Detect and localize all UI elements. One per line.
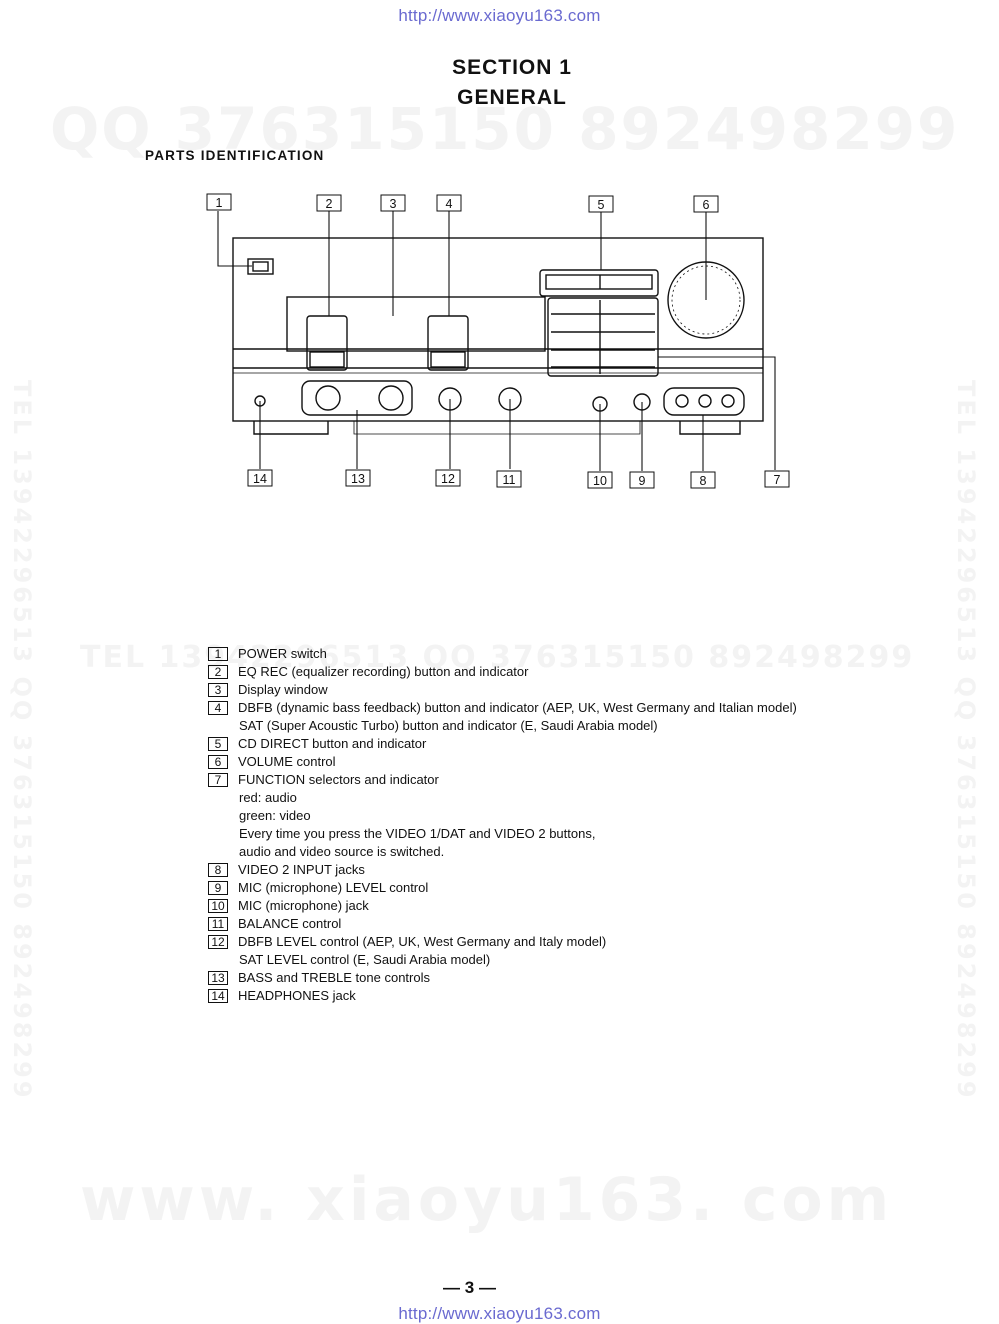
callout-12: 12 [441, 472, 455, 486]
part-continuation: audio and video source is switched. [239, 844, 445, 859]
watermark-side-right: TEL 13942296513 QQ 376315150 892498299 [952, 380, 980, 1101]
part-number: 10 [208, 899, 228, 913]
callout-14: 14 [253, 472, 267, 486]
part-description: FUNCTION selectors and indicator [238, 772, 439, 787]
part-description: BASS and TREBLE tone controls [238, 970, 430, 985]
part-item: 14 HEADPHONES jack [208, 987, 868, 1005]
part-continuation: green: video [239, 808, 311, 823]
tone-controls-shape [301, 380, 413, 416]
part-description: VIDEO 2 INPUT jacks [238, 862, 365, 877]
part-number: 8 [208, 863, 228, 877]
part-item: 4 DBFB (dynamic bass feedback) button and… [208, 699, 868, 717]
callout-4: 4 [446, 197, 453, 211]
part-item: 12 DBFB LEVEL control (AEP, UK, West Germ… [208, 933, 868, 951]
part-description: MIC (microphone) jack [238, 898, 369, 913]
callout-6: 6 [703, 198, 710, 212]
part-description: DBFB LEVEL control (AEP, UK, West German… [238, 934, 607, 949]
callout-1: 1 [216, 196, 223, 210]
callout-11: 11 [503, 473, 516, 487]
part-continuation: Every time you press the VIDEO 1/DAT and… [239, 826, 596, 841]
part-item: 2 EQ REC (equalizer recording) button and… [208, 663, 868, 681]
section-title: SECTION 1 [452, 56, 572, 79]
callout-7: 7 [774, 473, 781, 487]
part-description: MIC (microphone) LEVEL control [238, 880, 429, 895]
callout-8: 8 [700, 474, 707, 488]
part-continuation: SAT (Super Acoustic Turbo) button and in… [239, 718, 658, 733]
part-item: 6 VOLUME control [208, 753, 868, 771]
part-number: 12 [208, 935, 228, 949]
callout-5: 5 [598, 198, 605, 212]
section-subtitle: GENERAL [457, 86, 567, 109]
header-url[interactable]: http://www.xiaoyu163.com [398, 6, 601, 25]
callout-10: 10 [593, 474, 607, 488]
callout-9: 9 [639, 474, 646, 488]
watermark-www: www. xiaoyu163. com [80, 1165, 894, 1235]
part-number: 5 [208, 737, 228, 751]
part-description: VOLUME control [238, 754, 336, 769]
part-item: 10 MIC (microphone) jack [208, 897, 868, 915]
part-item: 13 BASS and TREBLE tone controls [208, 969, 868, 987]
chassis-outline [232, 237, 764, 422]
part-number: 7 [208, 773, 228, 787]
part-number: 14 [208, 989, 228, 1003]
cd-direct-shape [539, 269, 659, 297]
display-window-shape [286, 296, 546, 352]
callout-3: 3 [390, 197, 397, 211]
part-continuation: red: audio [239, 790, 297, 805]
part-description: DBFB (dynamic bass feedback) button and … [238, 700, 797, 715]
part-description: Display window [238, 682, 328, 697]
watermark-side-left: TEL 13942296513 QQ 376315150 892498299 [8, 380, 36, 1101]
footer-url[interactable]: http://www.xiaoyu163.com [398, 1304, 601, 1323]
part-description: EQ REC (equalizer recording) button and … [238, 664, 529, 679]
part-number: 13 [208, 971, 228, 985]
eq-rec-button-shape [306, 315, 348, 371]
dbfb-button-shape [427, 315, 469, 371]
part-item: 3 Display window [208, 681, 868, 699]
part-description: CD DIRECT button and indicator [238, 736, 427, 751]
part-number: 2 [208, 665, 228, 679]
part-item: 7 FUNCTION selectors and indicator [208, 771, 868, 789]
parts-identification-heading: PARTS IDENTIFICATION [145, 148, 325, 163]
part-description: HEADPHONES jack [238, 988, 356, 1003]
part-item: 11 BALANCE control [208, 915, 868, 933]
callout-2: 2 [326, 197, 333, 211]
callout-13: 13 [351, 472, 365, 486]
part-number: 6 [208, 755, 228, 769]
part-item: 1 POWER switch [208, 645, 868, 663]
part-description: BALANCE control [238, 916, 342, 931]
part-number: 9 [208, 881, 228, 895]
part-number: 11 [208, 917, 228, 931]
watermark-tel: TEL 13942296513 QQ 376315150 892498299 [80, 640, 915, 675]
parts-list: 1 POWER switch 2 EQ REC (equalizer recordi… [208, 645, 868, 1005]
part-number: 1 [208, 647, 228, 661]
part-item: 8 VIDEO 2 INPUT jacks [208, 861, 868, 879]
page-number: — 3 — [443, 1278, 496, 1297]
part-item: 9 MIC (microphone) LEVEL control [208, 879, 868, 897]
part-number: 3 [208, 683, 228, 697]
part-item: 5 CD DIRECT button and indicator [208, 735, 868, 753]
part-number: 4 [208, 701, 228, 715]
watermark-qq: QQ 376315150 892498299 [50, 95, 960, 163]
part-continuation: SAT LEVEL control (E, Saudi Arabia model… [239, 952, 491, 967]
function-selectors-shape [547, 297, 659, 377]
part-description: POWER switch [238, 646, 327, 661]
video2-jacks-shape [663, 387, 745, 416]
